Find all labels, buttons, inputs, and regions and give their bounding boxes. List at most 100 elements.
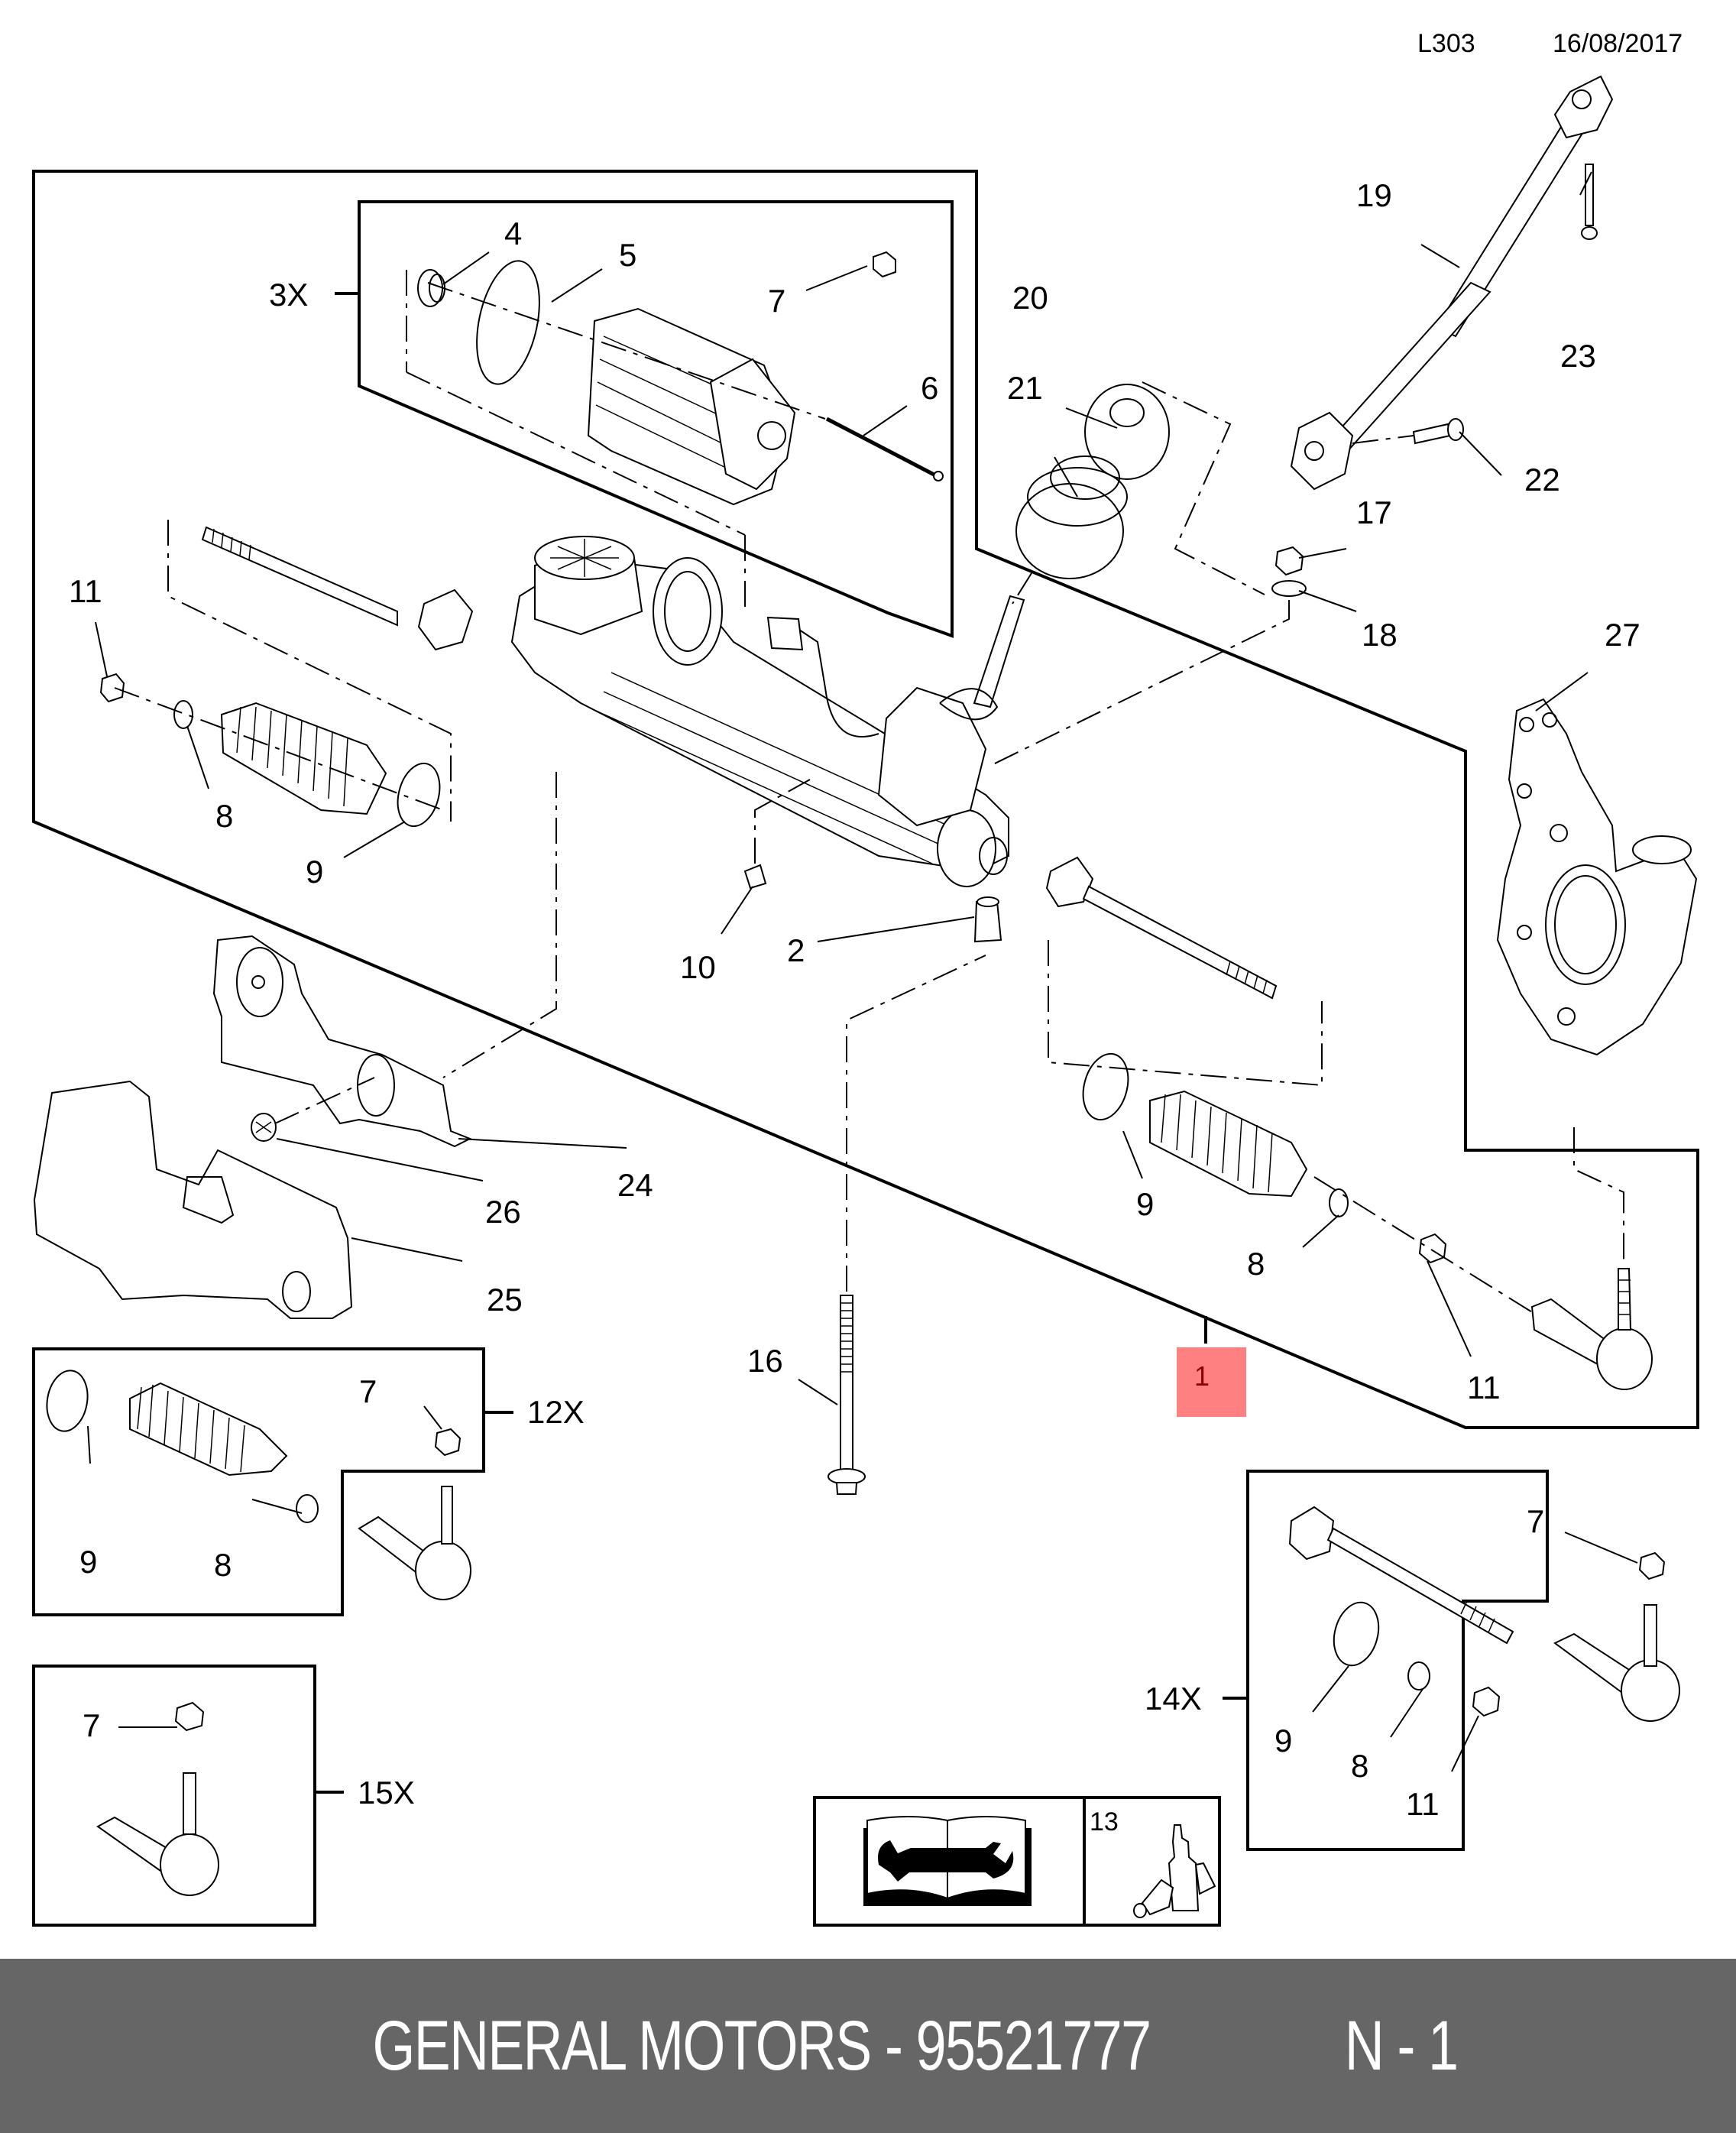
part-4-bearing	[417, 269, 445, 307]
highlighted-part-1-label: 1	[1194, 1360, 1210, 1392]
kit-15x-parts	[96, 1701, 219, 1896]
part-19-intermediate-shaft	[1290, 75, 1614, 491]
part-25-heat-shield	[33, 1080, 353, 1319]
part-17-dash-guide	[993, 600, 1290, 765]
steering-rack-housing	[510, 536, 1025, 887]
tie-rod-right-dash-guide	[1048, 940, 1323, 1087]
callout-10: 10	[680, 949, 716, 985]
callout-11-right: 11	[1467, 1370, 1501, 1405]
part-17-nut	[1274, 546, 1304, 576]
callout-9-right: 9	[1136, 1186, 1154, 1222]
pinion-axis	[1012, 572, 1032, 605]
callout-7-12x: 7	[359, 1373, 377, 1409]
callout-22: 22	[1524, 462, 1560, 498]
callout-8-12x: 8	[214, 1547, 232, 1583]
inner-tie-rod-right	[1045, 856, 1278, 1000]
callout-9-14x: 9	[1274, 1723, 1292, 1759]
callout-11: 11	[69, 573, 102, 609]
callout-20: 20	[1012, 280, 1048, 316]
callout-9-12x: 9	[79, 1544, 97, 1580]
part-9-boot-right	[1149, 1090, 1308, 1198]
kit-label-14x: 14X	[1145, 1681, 1202, 1716]
kit-label-3x: 3X	[269, 277, 308, 313]
right-axis	[1313, 1176, 1537, 1315]
callout-11-14x: 11	[1406, 1786, 1440, 1822]
part-16-dash-guide	[846, 955, 986, 1292]
knuckle-dash-guide	[1573, 1127, 1624, 1261]
callout-16: 16	[747, 1343, 783, 1379]
part-5-o-ring	[476, 260, 540, 385]
kit-3x-axis	[427, 282, 826, 420]
footer-brand-part-number: GENERAL MOTORS - 95521777	[372, 2006, 1151, 2085]
callout-27: 27	[1605, 617, 1640, 653]
diagram-code: L303	[1417, 29, 1475, 58]
kit-14x-parts	[1288, 1506, 1680, 1722]
part-22-bolt	[1412, 418, 1464, 445]
part-6-bolt-head	[933, 471, 944, 481]
symbol-box	[813, 1796, 1221, 1927]
callout-7: 7	[768, 283, 785, 319]
callout-25: 25	[487, 1282, 523, 1318]
part-27-steering-knuckle	[1496, 698, 1698, 1056]
part-26-axis	[274, 1077, 375, 1124]
kit-12x-parts	[46, 1370, 471, 1600]
callout-13: 13	[1090, 1807, 1119, 1836]
assembly-frame-1	[32, 170, 1699, 1429]
callout-4: 4	[504, 216, 522, 251]
callout-24: 24	[617, 1167, 653, 1203]
footer-position: N - 1	[1344, 2006, 1459, 2085]
part-8-clip-left	[173, 700, 193, 729]
diagram-date: 16/08/2017	[1553, 29, 1683, 58]
part-11-nut-right	[1418, 1233, 1447, 1264]
part-9-clamp-right	[1082, 1052, 1129, 1121]
callout-8: 8	[215, 798, 233, 834]
callout-23: 23	[1560, 338, 1596, 374]
part-2-top	[976, 896, 999, 907]
steering-gear-exploded-diagram: L303 16/08/2017 3X	[32, 29, 1699, 1927]
kit-frame-14x	[1246, 1470, 1549, 1851]
callout-8-right: 8	[1247, 1246, 1265, 1282]
part-20-seal	[1084, 384, 1170, 480]
inner-tie-rod-left	[201, 526, 474, 651]
left-axis	[114, 687, 444, 811]
kit-label-12x: 12X	[527, 1394, 585, 1430]
callout-17: 17	[1356, 494, 1392, 530]
part-8-clip-right	[1329, 1188, 1349, 1217]
part-22-axis	[1352, 435, 1414, 444]
service-manual-wrench-icon	[863, 1816, 1032, 1906]
part-20-dash-guide	[1142, 381, 1265, 595]
callout-8-14x: 8	[1351, 1748, 1368, 1784]
part-21-boot	[1015, 455, 1128, 579]
part-10-dash	[754, 779, 811, 864]
callout-7-14x: 7	[1527, 1503, 1544, 1539]
callout-9: 9	[306, 854, 323, 890]
callout-2: 2	[787, 932, 805, 968]
kit-frame-12x	[32, 1347, 485, 1616]
part-6-bolt	[825, 417, 943, 481]
callout-18: 18	[1362, 617, 1398, 653]
callout-7-15x: 7	[83, 1707, 100, 1743]
highlighted-part-1-box[interactable]	[1177, 1347, 1246, 1417]
part-18-washer	[1271, 580, 1307, 597]
tie-rod-left-dash-guide	[167, 520, 452, 822]
leader-lines	[87, 171, 1638, 1772]
callout-19: 19	[1356, 177, 1392, 213]
kit-frame-15x	[32, 1665, 316, 1927]
part-24-heat-shield	[212, 935, 472, 1148]
part-2-bushing	[973, 901, 1002, 943]
part-7-nut	[873, 251, 896, 278]
callout-26: 26	[485, 1194, 521, 1230]
part-16-bolt	[828, 1295, 866, 1495]
kit-frame-3x	[358, 200, 954, 638]
kit-label-15x: 15X	[358, 1775, 415, 1810]
part-26-bolt	[251, 1113, 277, 1142]
outer-tie-rod-end-right	[1530, 1268, 1653, 1390]
part-11-nut-left	[99, 673, 125, 703]
kit-3x-dash-guide	[406, 270, 746, 611]
part-10-clip	[743, 864, 767, 890]
callout-21: 21	[1007, 370, 1043, 406]
footer-banner: GENERAL MOTORS - 95521777 N - 1	[0, 1959, 1736, 2133]
callout-6: 6	[921, 370, 938, 406]
callout-5: 5	[619, 237, 636, 273]
part-9-clamp-left	[397, 762, 441, 828]
